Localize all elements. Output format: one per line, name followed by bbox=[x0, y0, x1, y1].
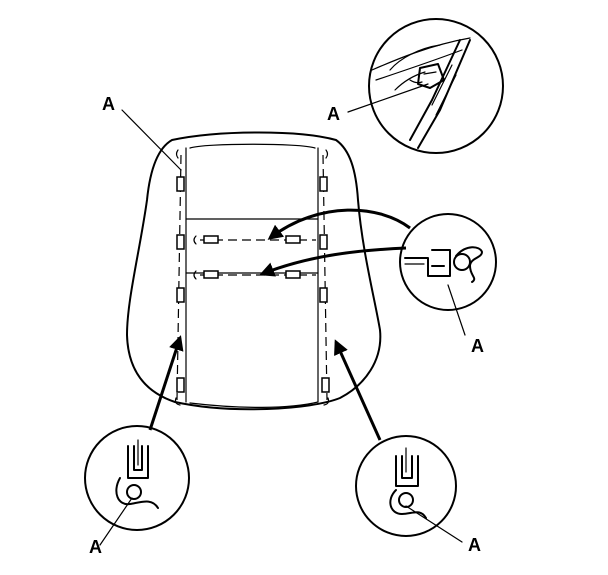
hog-ring-clips bbox=[176, 176, 330, 393]
label-a-bottom-left-detail: A bbox=[89, 537, 102, 557]
label-a-bottom-right-detail: A bbox=[468, 535, 481, 555]
detail-circle-right bbox=[399, 213, 497, 311]
label-a-top-right-detail: A bbox=[327, 104, 340, 124]
label-a-top-left: A bbox=[102, 94, 115, 114]
label-a-right-detail: A bbox=[471, 336, 484, 356]
detail-circle-bottom-left bbox=[84, 425, 190, 531]
leader-lines bbox=[99, 83, 466, 546]
detail-circle-bottom-right bbox=[355, 435, 457, 537]
pointer-arrows bbox=[148, 208, 411, 441]
seat-back-cover bbox=[126, 131, 382, 411]
detail-circle-top-right bbox=[368, 18, 504, 154]
